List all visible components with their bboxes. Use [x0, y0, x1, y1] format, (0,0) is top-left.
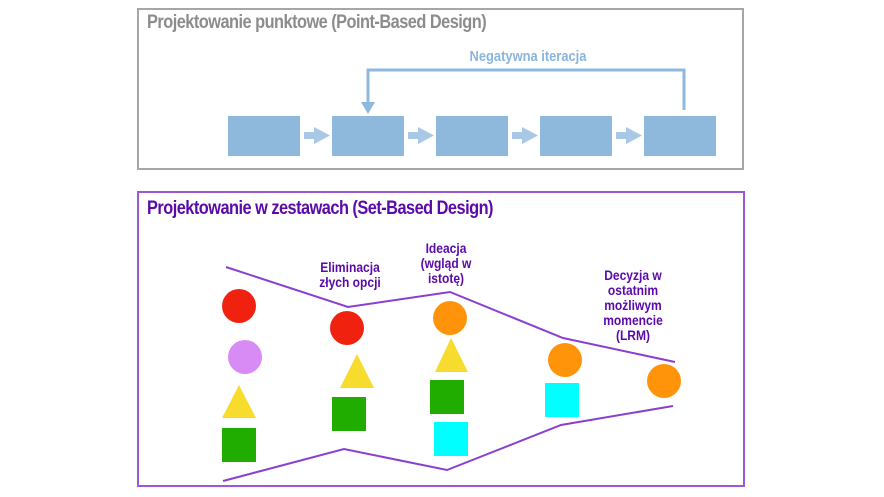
cyan-square-option	[434, 422, 468, 456]
step-arrow	[512, 127, 538, 144]
green-square-option	[222, 428, 256, 462]
funnel-top-line	[225, 266, 676, 363]
step-arrow	[304, 127, 330, 144]
green-square-option	[332, 397, 366, 431]
elimination-label: Eliminacja złych opcji	[319, 259, 381, 290]
negative-iteration-label: Negatywna iteracja	[469, 48, 587, 65]
point-based-title: Projektowanie punktowe (Point-Based Desi…	[147, 12, 487, 33]
yellow-triangle-option	[435, 338, 468, 372]
set-based-title: Projektowanie w zestawach (Set-Based Des…	[147, 198, 493, 219]
orange-circle-option	[548, 343, 582, 377]
cyan-square-option	[545, 383, 579, 417]
negative-iteration-line	[366, 68, 686, 110]
violet-circle-option	[228, 340, 262, 374]
orange-circle-option	[433, 301, 467, 335]
yellow-triangle-option	[222, 385, 256, 418]
step-arrow	[408, 127, 434, 144]
red-circle-option	[222, 289, 256, 323]
negative-iteration-arrowhead	[361, 102, 375, 114]
green-square-option	[430, 380, 464, 414]
process-step-5	[644, 116, 716, 156]
red-circle-option	[330, 311, 364, 345]
process-step-2	[332, 116, 404, 156]
funnel-bottom-line	[222, 405, 674, 482]
orange-circle-final-decision	[647, 364, 681, 398]
decision-lrm-label: Decyzja w ostatnim możliwym momencie (LR…	[603, 267, 663, 343]
yellow-triangle-option	[340, 354, 374, 388]
ideation-label: Ideacja (wgląd w istotę)	[420, 240, 472, 286]
process-step-4	[540, 116, 612, 156]
process-step-1	[228, 116, 300, 156]
process-step-3	[436, 116, 508, 156]
step-arrow	[616, 127, 642, 144]
